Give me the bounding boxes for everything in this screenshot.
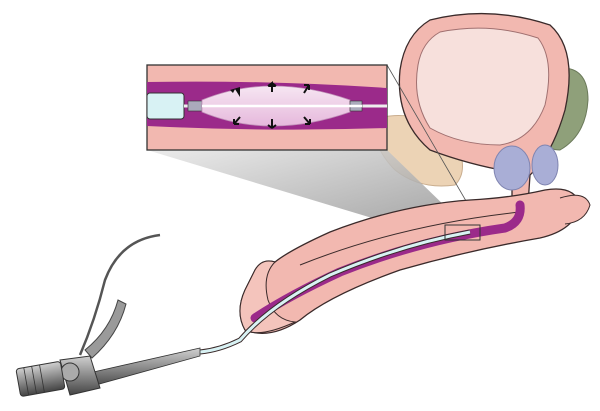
light-cable (78, 233, 161, 356)
inset-sheath (146, 92, 185, 120)
bladder-interior (416, 27, 550, 146)
scrotum-edge (559, 194, 591, 225)
inset-magnified-view (146, 64, 388, 151)
eyepiece (15, 361, 66, 397)
light-post (84, 299, 127, 359)
zoom-source-box (444, 224, 481, 241)
prostate-right-lobe (531, 144, 559, 186)
prostate-left-lobe (493, 145, 531, 191)
penis-body (239, 188, 581, 334)
arrow-icon (230, 81, 311, 129)
